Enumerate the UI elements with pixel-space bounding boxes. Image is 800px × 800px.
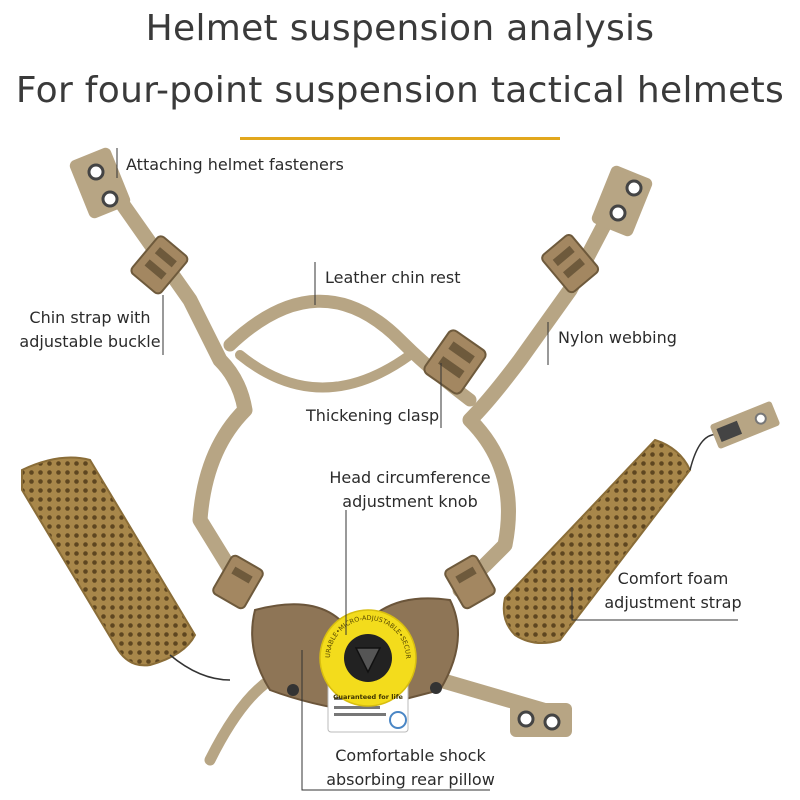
label-knob-line1: Head circumference xyxy=(329,468,491,487)
foam-pad-right xyxy=(502,438,692,645)
strap-front-right xyxy=(452,177,633,598)
label-comfort-foam: Comfort foam adjustment strap xyxy=(598,567,748,615)
title-line-2: For four-point suspension tactical helme… xyxy=(15,70,785,111)
label-chin-strap-line1: Chin strap with xyxy=(29,308,151,327)
label-nylon-webbing: Nylon webbing xyxy=(558,328,677,347)
label-thickening-clasp: Thickening clasp xyxy=(306,406,440,425)
adjustment-knob: DURABLE•MICRO-ADJUSTABLE•SECURE Guarante… xyxy=(0,0,417,733)
label-chin-strap: Chin strap with adjustable buckle xyxy=(15,306,165,354)
leader-foam xyxy=(571,587,738,621)
buckle-chin-left xyxy=(130,235,189,295)
foam-strap-tab xyxy=(710,401,780,449)
foam-cord-left xyxy=(169,654,231,681)
strap-front-left xyxy=(87,157,253,593)
knob-guarantee-text: Guaranteed for life xyxy=(333,693,403,701)
buckle-chin-right xyxy=(541,234,600,294)
buckle-rear-left xyxy=(212,554,264,610)
leader-pillow xyxy=(301,650,490,791)
pillow-rivet-right xyxy=(430,682,442,694)
label-foam-line1: Comfort foam xyxy=(617,569,729,588)
label-attaching-fasteners: Attaching helmet fasteners xyxy=(126,155,344,174)
pillow-rivet-left xyxy=(287,684,299,696)
accent-divider xyxy=(240,137,560,140)
label-rear-pillow: Comfortable shock absorbing rear pillow xyxy=(318,744,503,792)
strap-rear-left xyxy=(204,674,276,766)
chin-rest-strap-lower xyxy=(235,350,415,393)
buckle-rear-right xyxy=(444,554,496,610)
grommet-tab-rear xyxy=(510,703,572,737)
label-foam-line2: adjustment strap xyxy=(604,593,742,612)
label-adjustment-knob: Head circumference adjustment knob xyxy=(320,466,500,514)
leader-lines xyxy=(116,148,738,791)
grommet-tab-left xyxy=(69,147,131,219)
label-pillow-line2: absorbing rear pillow xyxy=(326,770,495,789)
title-line-1: Helmet suspension analysis xyxy=(145,8,655,49)
grommet-tab-right xyxy=(591,165,653,237)
label-leather-chin-rest: Leather chin rest xyxy=(325,268,461,287)
label-chin-strap-line2: adjustable buckle xyxy=(19,332,161,351)
label-knob-line2: adjustment knob xyxy=(342,492,478,511)
foam-pad-left xyxy=(21,456,197,667)
thickening-clasp-buckle xyxy=(423,329,487,395)
label-pillow-line1: Comfortable shock xyxy=(335,746,486,765)
